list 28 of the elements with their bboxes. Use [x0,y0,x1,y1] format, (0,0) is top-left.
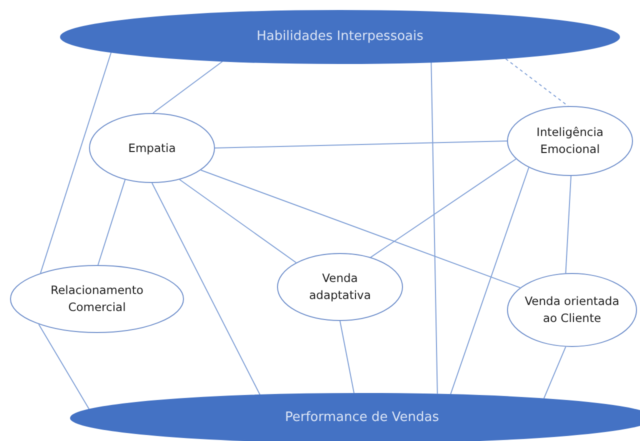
ellipse-node [277,253,403,321]
connector-line [38,324,90,410]
ellipse-node [507,106,633,176]
node-label: Inteligência Emocional [536,124,604,158]
connector-line [98,179,126,266]
connector-line [450,167,530,395]
connector-line [505,58,569,106]
node-label: Habilidades Interpessoais [256,28,424,46]
connector-line [214,140,508,148]
ellipse-node [10,265,184,333]
connector-line [430,62,438,394]
node-label: Venda orientada ao Cliente [524,293,620,327]
ellipse-node [89,113,215,183]
node-label: Relacionamento Comercial [50,282,144,316]
connector-line [179,179,297,264]
connector-line [152,182,260,396]
connector-line [370,158,516,258]
connector-line [543,346,566,399]
filled-ellipse [60,10,620,64]
connector-line [340,320,354,394]
node-label: Venda adaptativa [308,270,372,304]
connector-line [200,170,521,288]
ellipse-node [507,273,637,347]
connector-line [565,176,572,274]
connector-line [152,61,223,114]
node-label: Empatia [128,140,176,156]
node-label: Performance de Vendas [284,408,439,427]
connector-line [40,52,112,274]
